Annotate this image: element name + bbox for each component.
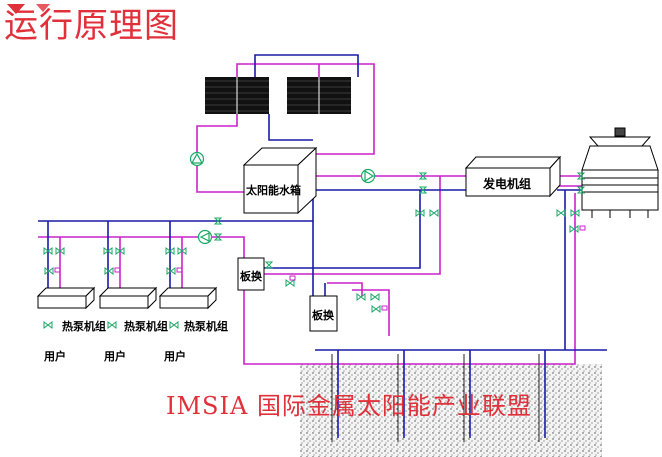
title-flag-2	[36, 4, 50, 12]
title-flag	[7, 4, 25, 14]
solar-collector-2	[287, 77, 351, 114]
heat-pump-label-3: 热泵机组	[184, 320, 228, 333]
brand-caption: IMSIA 国际金属太阳能产业联盟	[166, 392, 532, 420]
solar-collector-1	[205, 77, 269, 114]
heat-pump-label-1: 热泵机组	[62, 320, 106, 333]
pump-icon	[360, 168, 376, 184]
ground-soil	[300, 364, 602, 457]
return-pipes	[38, 63, 590, 365]
user-label-1: 用户	[44, 350, 66, 363]
heat-pump-1	[36, 286, 96, 310]
valve-icons	[43, 172, 586, 329]
cooling-tower	[581, 127, 659, 218]
pump-icon	[197, 229, 213, 245]
generator-label: 发电机组	[483, 177, 532, 191]
plate-exchanger-2-box	[309, 295, 338, 332]
solar-water-tank	[242, 146, 318, 215]
solar-tank-label: 太阳能水箱	[246, 184, 301, 197]
plate-exchanger-2-label: 板换	[312, 309, 334, 322]
user-label-3: 用户	[164, 350, 186, 363]
page-title: 运行原理图	[4, 6, 179, 46]
plate-exchanger-1-box	[237, 257, 265, 291]
heat-pump-3	[158, 286, 218, 310]
pump-icon	[189, 151, 205, 167]
heat-pump-label-2: 热泵机组	[124, 320, 168, 333]
heat-pump-2	[98, 286, 158, 310]
user-label-2: 用户	[104, 350, 126, 363]
ground-boreholes	[331, 354, 540, 442]
plate-exchanger-1-label: 板换	[240, 270, 262, 283]
generator-unit	[464, 155, 562, 198]
control-valve-icons	[44, 225, 586, 313]
